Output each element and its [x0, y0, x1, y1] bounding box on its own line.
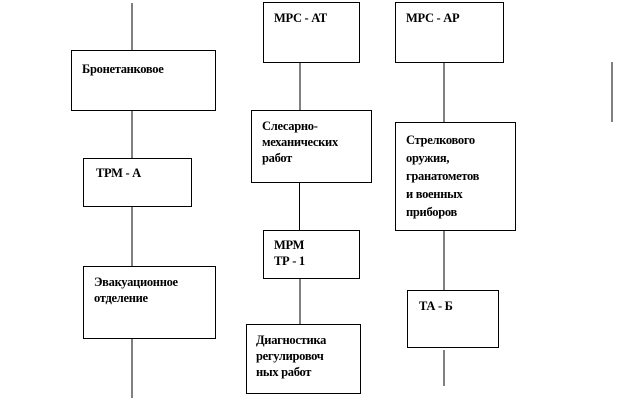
connector-line	[131, 338, 133, 398]
node-label: МРС - АР	[406, 11, 460, 25]
connector-line	[443, 62, 445, 122]
node-armored: Бронетанковое	[71, 50, 216, 111]
node-label: ТРМ - А	[96, 166, 141, 180]
connector-line	[299, 182, 300, 230]
node-label: МРС - АТ	[274, 11, 327, 25]
node-small-arms: Стрелкового оружия, гранатометов и военн…	[395, 122, 516, 231]
node-metalwork: Слесарно- механических работ	[251, 110, 372, 183]
node-trm-a: ТРМ - А	[83, 158, 192, 207]
connector-line	[443, 350, 445, 386]
node-ta-b: ТА - Б	[407, 290, 499, 348]
node-label: Эвакуационное отделение	[94, 275, 178, 305]
node-label: Стрелкового оружия, гранатометов и военн…	[406, 133, 480, 219]
connector-line	[443, 230, 445, 290]
node-label: МРМ ТР - 1	[274, 238, 305, 268]
connector-line	[611, 62, 613, 122]
node-label: ТА - Б	[419, 299, 453, 313]
node-label: Бронетанковое	[82, 62, 164, 76]
connector-line	[299, 62, 301, 110]
node-diagnostics: Диагностика регулировоч ных работ	[246, 324, 361, 394]
node-mrs-at: МРС - АТ	[263, 2, 360, 63]
connector-line	[131, 3, 133, 50]
node-label: Диагностика регулировоч ных работ	[256, 333, 327, 379]
connector-line	[131, 206, 133, 266]
node-mrs-ar: МРС - АР	[395, 2, 504, 63]
connector-line	[131, 110, 133, 158]
node-evacuation: Эвакуационное отделение	[83, 266, 216, 339]
node-label: Слесарно- механических работ	[262, 119, 338, 165]
node-mrm-tr1: МРМ ТР - 1	[263, 230, 360, 279]
connector-line	[299, 278, 301, 324]
